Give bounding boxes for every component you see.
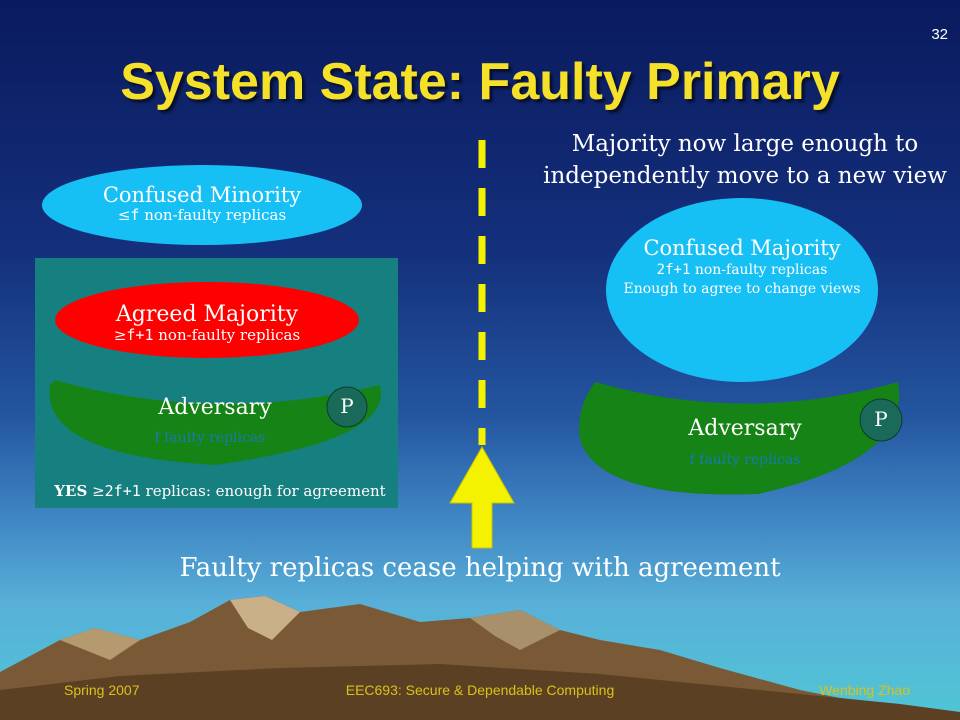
up-arrow: [449, 445, 515, 549]
left-adversary-shape: [49, 380, 382, 465]
confused-minority-sub: ≤f non-faulty replicas: [117, 206, 287, 225]
confused-minority-ellipse: [42, 165, 362, 245]
agreed-majority-sub: ≥f+1 non-faulty replicas: [113, 326, 301, 345]
agreed-majority-title: Agreed Majority: [115, 302, 299, 327]
confused-majority-sub: 2f+1 non-faulty replicas: [656, 262, 828, 279]
left-adversary-sub: f faulty replicas: [154, 430, 266, 446]
mountain-background: [0, 596, 960, 720]
yes-line: YES ≥2f+1 replicas: enough for agreement: [54, 482, 386, 500]
footer-left: Spring 2007: [64, 682, 140, 698]
footer-right: Wenbing Zhao: [819, 682, 910, 698]
majority-note: Majority now large enough to independent…: [520, 128, 960, 192]
majority-note-line1: Majority now large enough to: [571, 131, 919, 157]
right-adversary-title: Adversary: [688, 416, 802, 441]
left-primary-label: P: [340, 394, 354, 418]
right-adversary-shape: [579, 382, 900, 495]
confused-majority-title: Confused Majority: [643, 236, 841, 260]
right-primary-label: P: [874, 407, 888, 431]
confused-majority-label: Confused Majority 2f+1 non-faulty replic…: [602, 236, 882, 297]
yes-label: YES: [54, 482, 88, 500]
majority-note-line2: independently move to a new view: [543, 163, 947, 189]
confused-minority-title: Confused Minority: [102, 183, 302, 207]
bottom-caption: Faulty replicas cease helping with agree…: [179, 553, 781, 583]
confused-majority-ellipse: [606, 198, 878, 382]
confused-majority-line3: Enough to agree to change views: [623, 281, 861, 298]
right-adversary-sub: f faulty replicas: [689, 452, 801, 468]
page-title: System State: Faulty Primary: [120, 53, 840, 111]
agreed-majority-label: Agreed Majority ≥f+1 non-faulty replicas: [57, 302, 357, 345]
confused-minority-label: Confused Minority ≤f non-faulty replicas: [52, 183, 352, 224]
left-primary-circle: [326, 386, 368, 428]
slide-number: 32: [931, 26, 948, 43]
right-primary-circle: [859, 398, 903, 442]
footer-center: EEC693: Secure & Dependable Computing: [345, 682, 615, 698]
agreed-majority-ellipse: [55, 282, 359, 358]
left-adversary-title: Adversary: [158, 395, 272, 420]
